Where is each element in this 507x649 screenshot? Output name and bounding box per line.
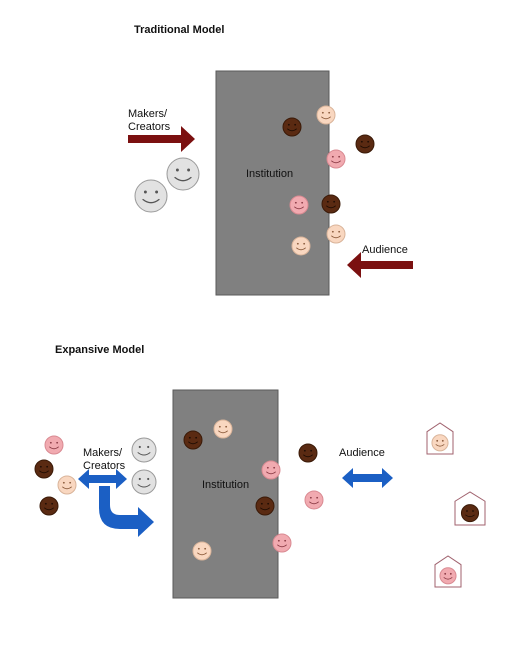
expansive-face-dark-3 bbox=[183, 430, 203, 450]
expansive-makers-label-text: Makers/ Creators bbox=[83, 447, 126, 472]
traditional-face-pink-2 bbox=[289, 195, 309, 215]
traditional-makers-label: Makers/ Creators bbox=[128, 108, 170, 134]
traditional-face-dark-3 bbox=[321, 194, 341, 214]
expansive-institution-label: Institution bbox=[202, 479, 250, 491]
expansive-house-1 bbox=[426, 422, 454, 455]
expansive-makers-label: Makers/ Creators bbox=[83, 447, 125, 473]
expansive-face-dark-1 bbox=[34, 459, 54, 479]
traditional-face-pink-1 bbox=[326, 149, 346, 169]
expansive-face-peach-1 bbox=[57, 475, 77, 495]
expansive-model-title: Expansive Model bbox=[55, 344, 145, 356]
expansive-face-pink-4 bbox=[304, 490, 324, 510]
expansive-face-pink-2 bbox=[261, 460, 281, 480]
traditional-institution-box bbox=[215, 70, 330, 296]
expansive-house-2 bbox=[454, 491, 486, 526]
expansive-maker-face-2 bbox=[131, 469, 157, 495]
traditional-face-peach-1 bbox=[316, 105, 336, 125]
traditional-audience-arrow bbox=[347, 252, 413, 278]
expansive-makers-curved-arrow bbox=[99, 486, 154, 537]
expansive-house-3 bbox=[434, 555, 462, 588]
traditional-face-peach-3 bbox=[326, 224, 346, 244]
traditional-institution-label: Institution bbox=[246, 168, 294, 180]
traditional-model-title: Traditional Model bbox=[134, 24, 225, 36]
traditional-face-dark-1 bbox=[282, 117, 302, 137]
traditional-maker-face-1 bbox=[166, 157, 200, 191]
expansive-face-peach-3 bbox=[192, 541, 212, 561]
traditional-makers-arrow bbox=[128, 126, 195, 152]
expansive-maker-face-1 bbox=[131, 437, 157, 463]
traditional-maker-face-2 bbox=[134, 179, 168, 213]
expansive-audience-label: Audience bbox=[339, 447, 385, 459]
traditional-face-peach-2 bbox=[291, 236, 311, 256]
expansive-face-dark-4 bbox=[255, 496, 275, 516]
expansive-audience-double-arrow bbox=[342, 468, 393, 488]
traditional-audience-label: Audience bbox=[362, 244, 408, 256]
expansive-makers-double-arrow bbox=[78, 469, 127, 489]
expansive-face-dark-2 bbox=[39, 496, 59, 516]
traditional-face-dark-2 bbox=[355, 134, 375, 154]
expansive-face-pink-3 bbox=[272, 533, 292, 553]
expansive-face-pink-1 bbox=[44, 435, 64, 455]
traditional-makers-label-text: Makers/ Creators bbox=[128, 108, 171, 133]
expansive-face-peach-2 bbox=[213, 419, 233, 439]
expansive-face-dark-5 bbox=[298, 443, 318, 463]
